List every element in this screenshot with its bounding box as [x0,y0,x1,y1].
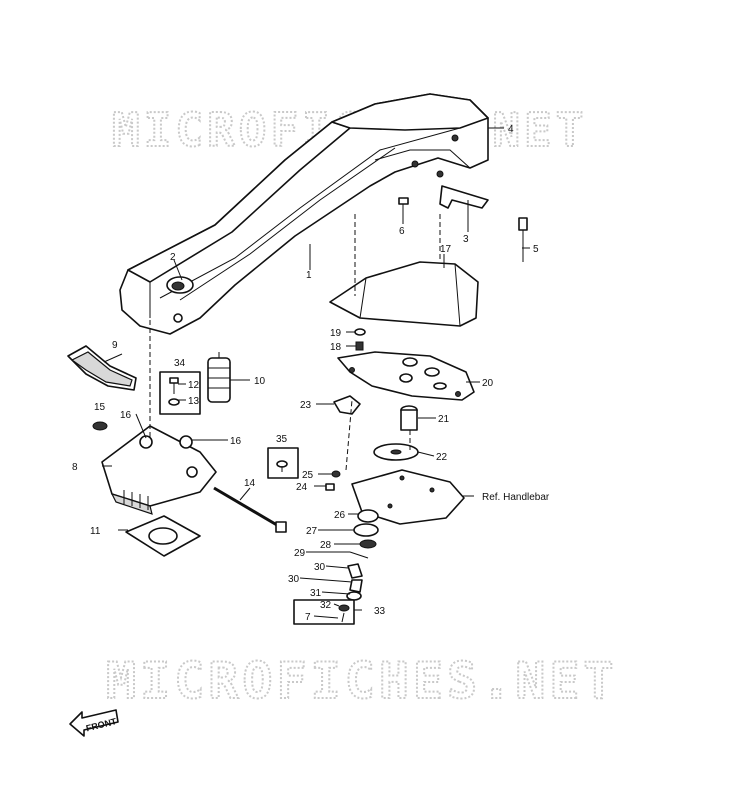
callout-30a: 30 [314,562,326,573]
callout-16b: 16 [230,436,242,447]
callout-16a: 16 [120,410,132,421]
callout-15: 15 [94,402,106,413]
callout-17: 17 [440,244,452,255]
callout-18: 18 [330,342,342,353]
callout-labels: 1 2 3 4 5 6 7 8 9 10 11 12 13 14 15 16 1… [72,124,550,623]
callout-13: 13 [188,396,200,407]
cap-15 [92,421,108,431]
callout-12: 12 [188,380,200,391]
callout-9: 9 [112,340,118,351]
joint-30b [349,579,363,593]
callout-22: 22 [436,452,448,463]
callout-6: 6 [399,226,405,237]
kit-box-33 [293,599,355,625]
callout-5: 5 [533,244,539,255]
callout-26: 26 [334,510,346,521]
collar-25 [331,470,341,478]
screw-18 [355,341,364,351]
callout-14: 14 [244,478,256,489]
callout-31: 31 [310,588,322,599]
front-arrow: FRONT [69,709,119,737]
joint-30a [347,563,363,579]
bolt-14 [213,486,287,533]
screw-7 [341,612,345,623]
spring-10 [207,352,231,403]
screw-24 [325,483,335,491]
mount-plate-11 [125,515,201,557]
callout-32: 32 [320,600,332,611]
kit-box-34 [159,371,201,415]
callout-7: 7 [305,612,311,623]
leader-lines [102,127,530,619]
callout-3: 3 [463,234,469,245]
callout-29: 29 [294,548,306,559]
washer-26 [357,509,379,523]
callout-8: 8 [72,462,78,473]
bolt-29 [349,551,369,559]
callout-11: 11 [90,526,101,537]
callout-23: 23 [300,400,312,411]
callout-30b: 30 [288,574,300,585]
rivet-5 [518,217,528,262]
washer-19 [354,328,366,336]
nut-32 [338,604,350,612]
ref-handlebar-note: Ref. Handlebar [482,492,550,503]
callout-35: 35 [276,434,288,445]
callout-28: 28 [320,540,332,551]
pivot-pin-21 [400,405,418,431]
nut-28 [359,539,377,549]
bracket-3 [439,185,489,209]
washer-27 [353,523,379,537]
cover-17 [329,261,479,327]
watermark-bottom: MICROFICHES.NET [106,652,618,710]
callout-33: 33 [374,606,386,617]
callout-4: 4 [508,124,514,135]
washer-31 [346,591,362,601]
callout-21: 21 [438,414,450,425]
callout-2: 2 [170,252,176,263]
callout-25: 25 [302,470,314,481]
bracket-8 [101,425,217,515]
clip-23 [333,395,361,415]
callout-24: 24 [296,482,308,493]
callout-27: 27 [306,526,318,537]
callout-10: 10 [254,376,266,387]
callout-20: 20 [482,378,494,389]
callout-19: 19 [330,328,342,339]
callout-1: 1 [306,270,312,281]
handle-pole [119,93,489,335]
callout-34: 34 [174,358,186,369]
